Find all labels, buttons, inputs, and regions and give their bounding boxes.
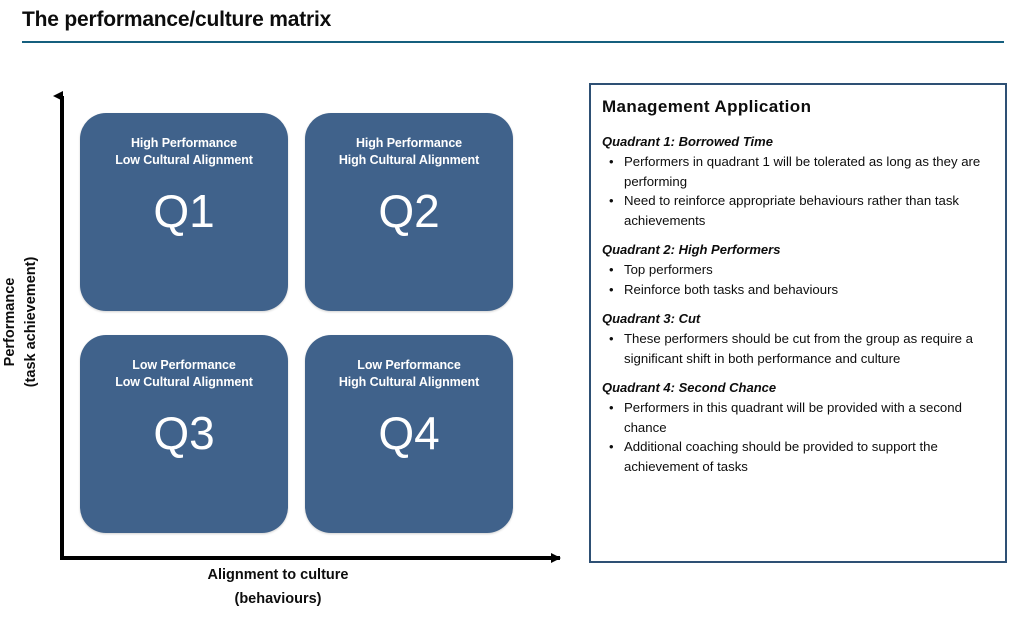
bullet-icon: •	[609, 400, 614, 415]
quadrant-q3-caption: Low Performance Low Cultural Alignment	[80, 357, 288, 391]
panel-bullet-item: • Additional coaching should be provided …	[602, 437, 993, 476]
quadrant-q1-caption: High Performance Low Cultural Alignment	[80, 135, 288, 169]
quadrant-q3-line1: Low Performance	[132, 358, 236, 372]
panel-title: Management Application	[602, 97, 812, 116]
quadrant-q2[interactable]: High Performance High Cultural Alignment…	[305, 113, 513, 311]
panel-section-heading: Quadrant 4: Second Chance	[602, 380, 777, 395]
quadrant-q1[interactable]: High Performance Low Cultural Alignment …	[80, 113, 288, 311]
y-axis-label: Performance (task achievement)	[0, 222, 44, 422]
panel-bullet-text: These performers should be cut from the …	[624, 331, 973, 366]
x-axis-label: Alignment to culture (behaviours)	[118, 563, 438, 611]
quadrant-q2-code: Q2	[378, 185, 440, 237]
y-axis-label-line2: (task achievement)	[23, 256, 39, 388]
quadrant-q4-caption: Low Performance High Cultural Alignment	[305, 357, 513, 391]
bullet-icon: •	[609, 439, 614, 454]
title-bar: The performance/culture matrix	[22, 6, 1004, 43]
bullet-icon: •	[609, 281, 614, 297]
panel-section-bullet-list: • Performers in this quadrant will be pro…	[602, 398, 993, 476]
panel-bullet-text: Reinforce both tasks and behaviours	[624, 281, 839, 297]
title-divider	[22, 41, 1004, 43]
panel-section-bullet-list: • Performers in quadrant 1 will be tolera…	[602, 152, 993, 230]
x-axis-label-line2: (behaviours)	[234, 591, 322, 607]
y-axis-label-line1: Performance	[2, 277, 18, 367]
panel-section: Quadrant 4: Second Chance • Performers in …	[602, 379, 993, 476]
bullet-icon: •	[609, 331, 614, 346]
quadrant-q4-code: Q4	[378, 407, 440, 459]
bullet-icon: •	[609, 154, 614, 169]
bullet-icon: •	[609, 262, 614, 277]
x-axis-label-line1: Alignment to culture	[207, 567, 349, 583]
quadrant-q2-line2: High Cultural Alignment	[338, 153, 480, 167]
panel-section: Quadrant 1: Borrowed Time • Performers in …	[602, 133, 993, 230]
quadrant-q4-line2: High Cultural Alignment	[338, 375, 480, 389]
quadrant-q1-line2: Low Cultural Alignment	[115, 153, 253, 167]
quadrant-q1-code: Q1	[153, 185, 215, 237]
quadrant-q1-line1: High Performance	[130, 136, 238, 150]
panel-bullet-item: • Need to reinforce appropriate behaviour…	[602, 191, 993, 230]
panel-section-bullet-list: • These performers should be cut from the…	[602, 329, 993, 368]
bullet-icon: •	[609, 193, 614, 208]
quadrant-q4-line1: Low Performance	[357, 358, 461, 372]
panel-bullet-item: • Reinforce both tasks and behaviours	[602, 280, 993, 300]
panel-bullet-item: • Performers in quadrant 1 will be tolera…	[602, 152, 993, 191]
panel-bullet-item: • Top performers	[602, 260, 993, 280]
quadrant-q3[interactable]: Low Performance Low Cultural Alignment Q…	[80, 335, 288, 533]
panel-bullet-text: Top performers	[624, 262, 713, 277]
panel-section: Quadrant 2: High Performers • Top performe…	[602, 241, 993, 299]
page-title: The performance/culture matrix	[22, 8, 332, 31]
quadrant-q2-line1: High Performance	[355, 136, 463, 150]
panel-bullet-text: Performers in this quadrant will be prov…	[624, 400, 962, 435]
panel-section-heading: Quadrant 1: Borrowed Time	[602, 134, 773, 149]
quadrant-q4[interactable]: Low Performance High Cultural Alignment …	[305, 335, 513, 533]
performance-culture-matrix: Performance (task achievement) Alignment…	[0, 60, 580, 627]
quadrant-q3-code: Q3	[153, 407, 215, 459]
panel-bullet-text: Need to reinforce appropriate behaviours…	[624, 193, 960, 228]
quadrant-q3-line2: Low Cultural Alignment	[115, 375, 253, 389]
panel-sections: Quadrant 1: Borrowed Time • Performers in …	[602, 133, 993, 476]
quadrant-q2-caption: High Performance High Cultural Alignment	[305, 135, 513, 169]
panel-bullet-text: Performers in quadrant 1 will be tolerat…	[624, 154, 981, 189]
panel-bullet-item: • These performers should be cut from the…	[602, 329, 993, 368]
panel-section-heading: Quadrant 2: High Performers	[602, 242, 781, 257]
panel-section-bullet-list: • Top performers • Reinforce both tasks and…	[602, 260, 993, 299]
panel-content: Management Application Quadrant 1: Borro…	[591, 85, 1005, 484]
panel-bullet-item: • Performers in this quadrant will be pro…	[602, 398, 993, 437]
panel-bullet-text: Additional coaching should be provided t…	[624, 439, 938, 474]
panel-section-heading: Quadrant 3: Cut	[602, 311, 701, 326]
management-application-panel: Management Application Quadrant 1: Borro…	[589, 83, 1007, 563]
panel-section: Quadrant 3: Cut • These performers should …	[602, 310, 993, 368]
